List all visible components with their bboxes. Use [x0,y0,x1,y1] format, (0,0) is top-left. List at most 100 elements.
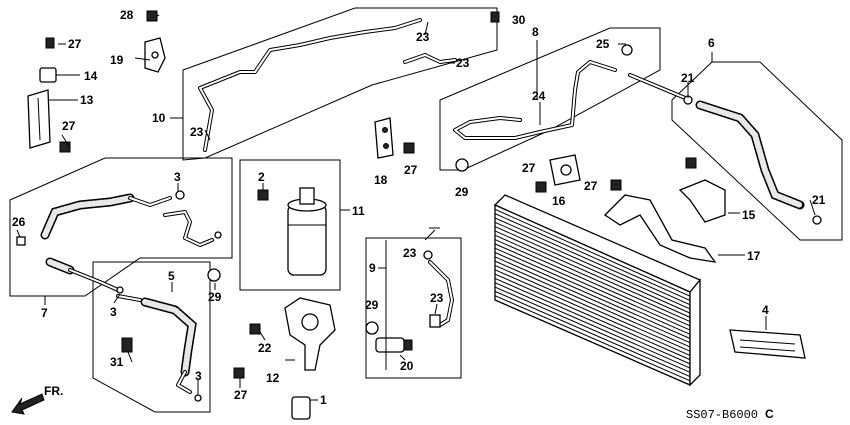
condenser-fin [494,208,691,297]
group-outline-6 [671,61,843,241]
receiver-dryer [287,187,327,276]
callout-23: 23 [430,291,444,305]
callout-9: 9 [369,261,376,275]
callout-16: 16 [552,194,566,208]
callout-7: 7 [41,306,48,320]
callout-6: 6 [708,36,715,50]
bracket-18 [374,117,394,159]
callout-28: 28 [120,8,134,22]
pipe-small-23-inner [404,54,456,63]
callout-1: 1 [320,393,327,407]
pipe-8-right-inner [629,74,691,101]
condenser-fin [494,282,691,369]
condenser-fin [494,247,691,335]
condenser-fin [494,226,691,314]
callout-27: 27 [404,163,418,177]
callout-27: 27 [522,161,536,175]
callout-4: 4 [762,303,769,317]
callout-13: 13 [80,93,94,107]
condenser-fin [494,230,691,318]
condenser-fin [494,221,691,310]
bracket-13 [27,89,51,149]
callout-3: 3 [174,170,181,184]
callout-25: 25 [596,37,610,51]
condenser-fin [494,290,691,378]
callout-26: 26 [12,215,26,229]
group-outline-10 [182,7,498,161]
callout-27: 27 [234,388,248,402]
diagram-code-suffix: C [765,407,774,421]
callout-30: 30 [512,13,526,27]
condenser-fin [494,295,691,382]
callout-29: 29 [365,298,379,312]
callout-5: 5 [168,269,175,283]
callout-15: 15 [742,208,756,222]
front-direction-label: FR. [44,384,63,398]
cap-1 [291,396,311,420]
callout-18: 18 [374,173,388,187]
condenser-fin [494,277,691,365]
group-outline-5 [92,261,211,413]
bracket-15 [678,179,726,223]
pipe-7b-inner [69,269,119,291]
callout-24: 24 [532,89,546,103]
label-plate-4 [729,329,806,359]
switch-20 [375,337,413,353]
callout-27: 27 [68,37,82,51]
callout-21: 21 [812,193,826,207]
callout-17: 17 [747,249,761,263]
hose-7b-inner [47,259,73,273]
callout-27: 27 [584,179,598,193]
callout-27: 27 [62,119,76,133]
condenser-fin [494,239,691,327]
callout-31: 31 [110,355,124,369]
callout-10: 10 [152,111,166,125]
callout-2: 2 [258,170,265,184]
condenser-fin [494,243,691,331]
callout-23: 23 [190,125,204,139]
callout-20: 20 [400,359,414,373]
group-outline-11 [239,159,341,291]
condenser-fin [494,213,691,301]
condenser-fin [494,269,691,356]
condenser-fin [494,264,691,352]
condenser-fin [494,260,691,348]
pipe-7a-inner [129,197,171,206]
condenser-fin [494,256,691,344]
pipe-7c-inner [164,211,213,246]
callout-29: 29 [455,185,469,199]
condenser [493,194,702,387]
callout-11: 11 [352,204,365,218]
condenser-fins [494,208,691,382]
leader-lines [16,14,816,401]
condenser-fin [494,234,691,323]
clip-14 [39,67,57,83]
callout-19: 19 [110,53,124,67]
pipe-9-inner [429,261,453,326]
bracket-12 [284,297,336,371]
callout-23: 23 [456,56,470,70]
pipe-10-inner [199,19,421,151]
bracket-17 [603,194,717,263]
callout-29: 29 [208,290,222,304]
condenser-fin [494,252,691,339]
diagram-code: SS07-B6000 [686,408,758,422]
group-outline-9 [365,237,462,379]
pipe-5c-inner [177,371,191,393]
condenser-fin [494,273,691,361]
condenser-fin [494,217,691,306]
callout-23: 23 [403,246,417,260]
condenser-fin [494,286,691,373]
pipe-8-inner [454,61,616,139]
front-direction-arrow [11,393,45,415]
callout-12: 12 [266,371,280,385]
callout-23: 23 [416,30,430,44]
group-outline-8 [439,27,661,171]
bracket-16 [549,154,581,186]
callout-3: 3 [195,369,202,383]
hose-5-inner [117,295,141,301]
group-outline-7 [9,157,233,297]
callout-14: 14 [84,69,98,83]
hose-5b-inner [142,299,196,375]
